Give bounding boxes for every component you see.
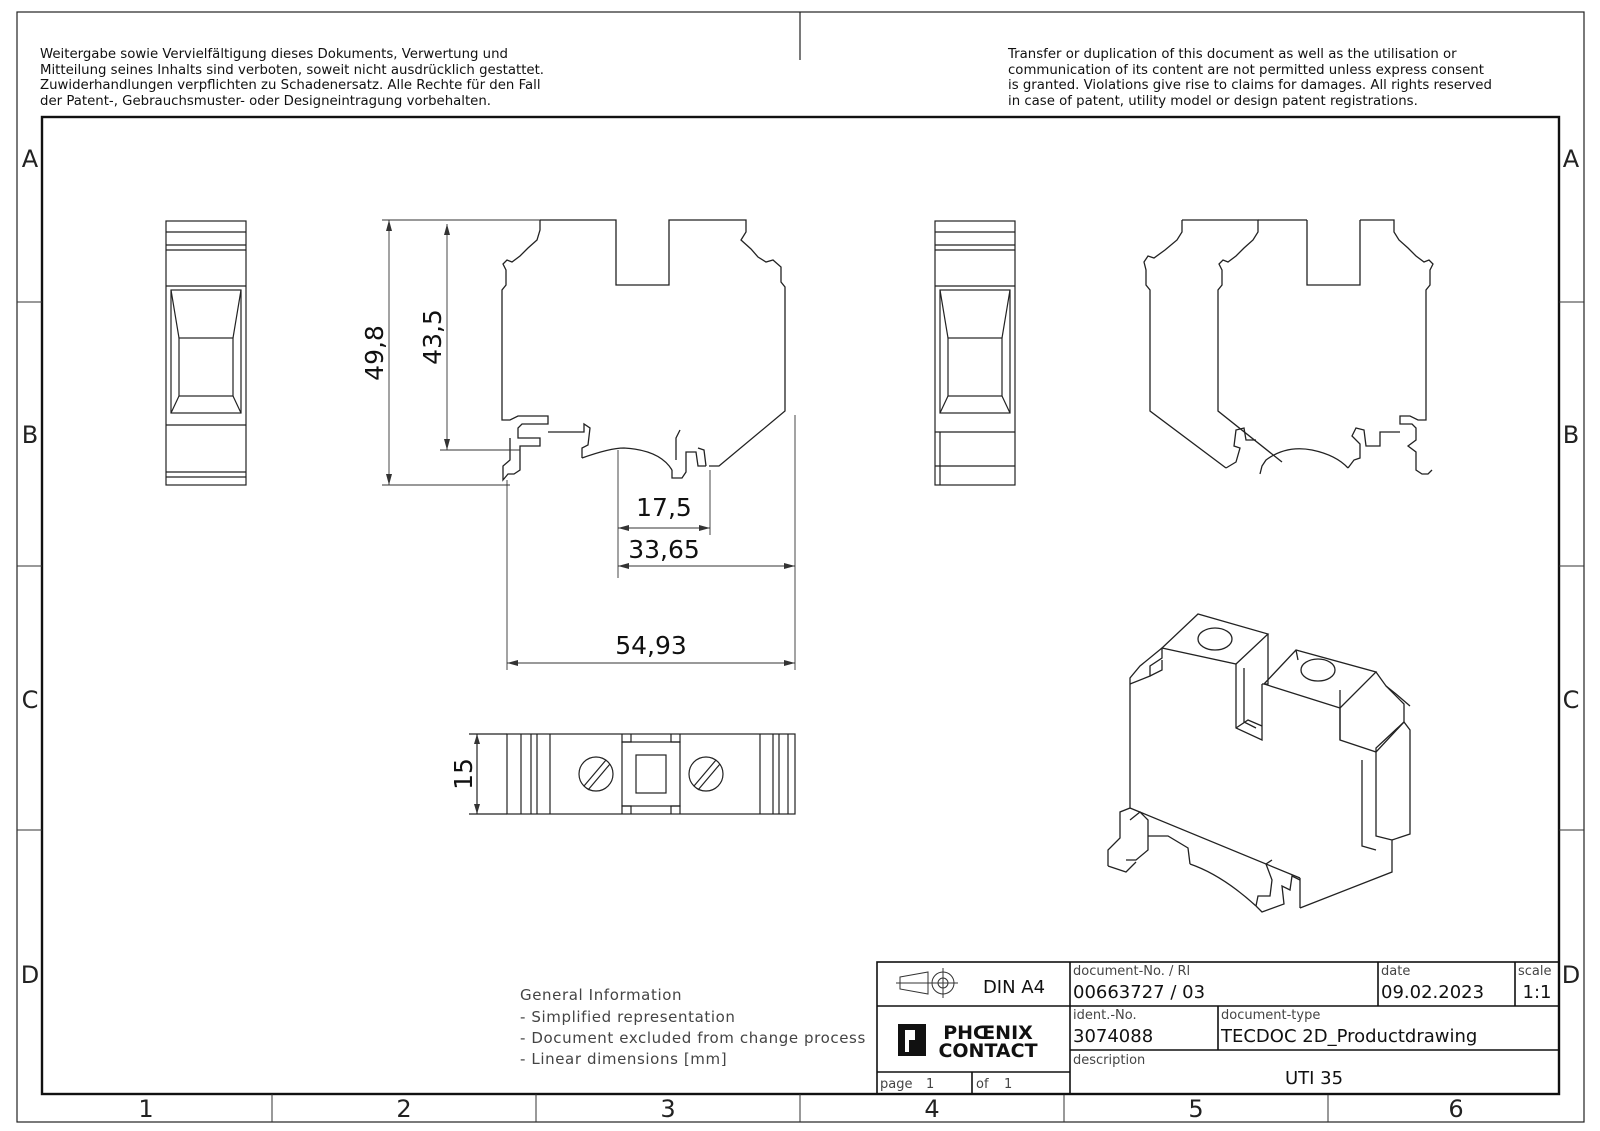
zone-col-1: 1 xyxy=(138,1095,153,1123)
projection-symbol-icon xyxy=(896,968,958,998)
notice-line: Mitteilung seines Inhalts sind verboten,… xyxy=(40,62,545,78)
zone-col-2: 2 xyxy=(396,1095,411,1123)
of-value: 1 xyxy=(1004,1077,1012,1092)
zone-row-c-right: C xyxy=(1563,686,1580,714)
dim-width-54-93: 54,93 xyxy=(615,631,687,660)
dimension-arrows xyxy=(386,220,795,666)
notice-line: is granted. Violations give rise to clai… xyxy=(1008,78,1492,93)
date-label: date xyxy=(1381,964,1410,979)
document-number-value: 00663727 / 03 xyxy=(1073,982,1205,1003)
zone-col-3: 3 xyxy=(660,1095,675,1123)
drawing-frame xyxy=(40,115,1561,1096)
legal-notice-english: Transfer or duplication of this document… xyxy=(1008,47,1492,109)
zone-row-c: C xyxy=(22,686,39,714)
description-value: UTI 35 xyxy=(1285,1068,1343,1089)
zone-col-5: 5 xyxy=(1188,1095,1203,1123)
date-value: 09.02.2023 xyxy=(1381,982,1484,1003)
general-info-item: - Linear dimensions [mm] xyxy=(520,1050,727,1068)
side-view-right xyxy=(934,220,1016,486)
side-view-left xyxy=(165,220,247,486)
zone-col-6: 6 xyxy=(1448,1095,1463,1123)
title-block-grid xyxy=(876,961,1560,1095)
general-info-title: General Information xyxy=(520,986,682,1004)
paper-format: DIN A4 xyxy=(983,977,1045,998)
zone-row-a: A xyxy=(22,145,39,173)
zone-row-b-right: B xyxy=(1563,421,1579,449)
description-label: description xyxy=(1073,1053,1145,1068)
dim-height-total: 49,8 xyxy=(360,325,389,381)
zone-row-d-right: D xyxy=(1562,961,1580,989)
document-number-label: document-No. / Rl xyxy=(1073,964,1190,979)
isometric-view xyxy=(1107,613,1411,913)
dimension-lines xyxy=(382,219,796,670)
zone-row-b: B xyxy=(22,421,38,449)
notice-line: in case of patent, utility model or desi… xyxy=(1008,93,1418,109)
logo-line-2: CONTACT xyxy=(938,1040,1037,1062)
notice-line: communication of its content are not per… xyxy=(1008,62,1484,78)
top-view xyxy=(469,733,796,815)
ident-number-value: 3074088 xyxy=(1073,1026,1153,1047)
scale-label: scale xyxy=(1518,964,1552,979)
notice-line: der Patent-, Gebrauchsmuster- oder Desig… xyxy=(40,93,492,109)
ident-number-label: ident.-No. xyxy=(1073,1008,1137,1023)
scale-value: 1:1 xyxy=(1523,982,1552,1003)
front-view-main xyxy=(501,219,786,482)
document-type-value: TECDOC 2D_Productdrawing xyxy=(1220,1026,1477,1047)
front-view-mirrored xyxy=(1143,219,1434,475)
general-info-item: - Document excluded from change process xyxy=(520,1029,866,1047)
logo-line-1: PHŒNIX xyxy=(943,1022,1033,1044)
notice-line: Transfer or duplication of this document… xyxy=(1008,47,1457,62)
notice-line: Zuwiderhandlungen verpflichten zu Schade… xyxy=(40,78,541,93)
zone-row-d: D xyxy=(21,961,39,989)
page-label: page xyxy=(880,1077,912,1092)
dim-width-33-65: 33,65 xyxy=(628,535,700,564)
page-value: 1 xyxy=(926,1077,934,1092)
outer-frame xyxy=(16,11,1585,1123)
zone-col-4: 4 xyxy=(924,1095,939,1123)
general-info-item: - Simplified representation xyxy=(520,1008,736,1026)
legal-notice-german: Weitergabe sowie Vervielfältigung dieses… xyxy=(40,47,544,109)
phoenix-contact-logo: PHŒNIX CONTACT xyxy=(898,1022,1038,1062)
dim-depth-15: 15 xyxy=(449,758,478,790)
dim-width-17-5: 17,5 xyxy=(636,493,692,522)
document-type-label: document-type xyxy=(1221,1008,1320,1023)
of-label: of xyxy=(976,1077,989,1092)
zone-row-a-right: A xyxy=(1563,145,1580,173)
dim-height-inner: 43,5 xyxy=(418,309,447,365)
notice-line: Weitergabe sowie Vervielfältigung dieses… xyxy=(40,47,508,62)
